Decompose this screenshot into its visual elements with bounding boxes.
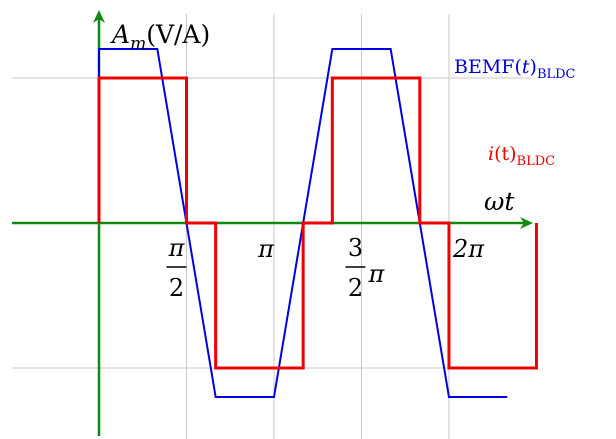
bemf-series-line: [98, 48, 508, 398]
legend-bemf: BEMF(t)BLDC: [454, 56, 576, 82]
legend-bemf-italic: t: [522, 56, 530, 78]
x-tick-label-2: π: [257, 235, 275, 263]
x-tick-label-3-denominator: 2: [348, 274, 363, 302]
y-axis-unit: (V/A): [146, 20, 210, 49]
x-tick-label-4: 2π: [452, 235, 485, 263]
y-axis-symbol-subscript: m: [130, 34, 146, 54]
legend-current: i(t)BLDC: [488, 143, 555, 169]
legend-bemf-subscript: BLDC: [537, 67, 576, 82]
x-tick-label-3-coefficient: π: [367, 260, 385, 288]
grid: [12, 14, 530, 439]
y-axis-title: Am(V/A): [110, 20, 210, 54]
legend-current-subscript: BLDC: [517, 154, 556, 169]
x-tick-label-1-denominator: 2: [169, 274, 184, 302]
legend-bemf-close: ): [530, 56, 537, 78]
x-tick-label-1-numerator: π: [168, 234, 186, 262]
y-axis-arrow: [93, 10, 105, 23]
series-layer: [97, 48, 538, 398]
legend-current-close: (t): [494, 143, 516, 165]
x-tick-label-3-numerator: 3: [348, 234, 363, 262]
legend-current-italic: i: [488, 143, 494, 165]
x-axis-arrow: [520, 217, 533, 229]
x-axis-title: ωt: [484, 187, 515, 216]
y-axis-symbol: A: [110, 20, 130, 49]
current-series-line: [97, 76, 538, 370]
legend-bemf-main: BEMF(: [454, 56, 522, 78]
